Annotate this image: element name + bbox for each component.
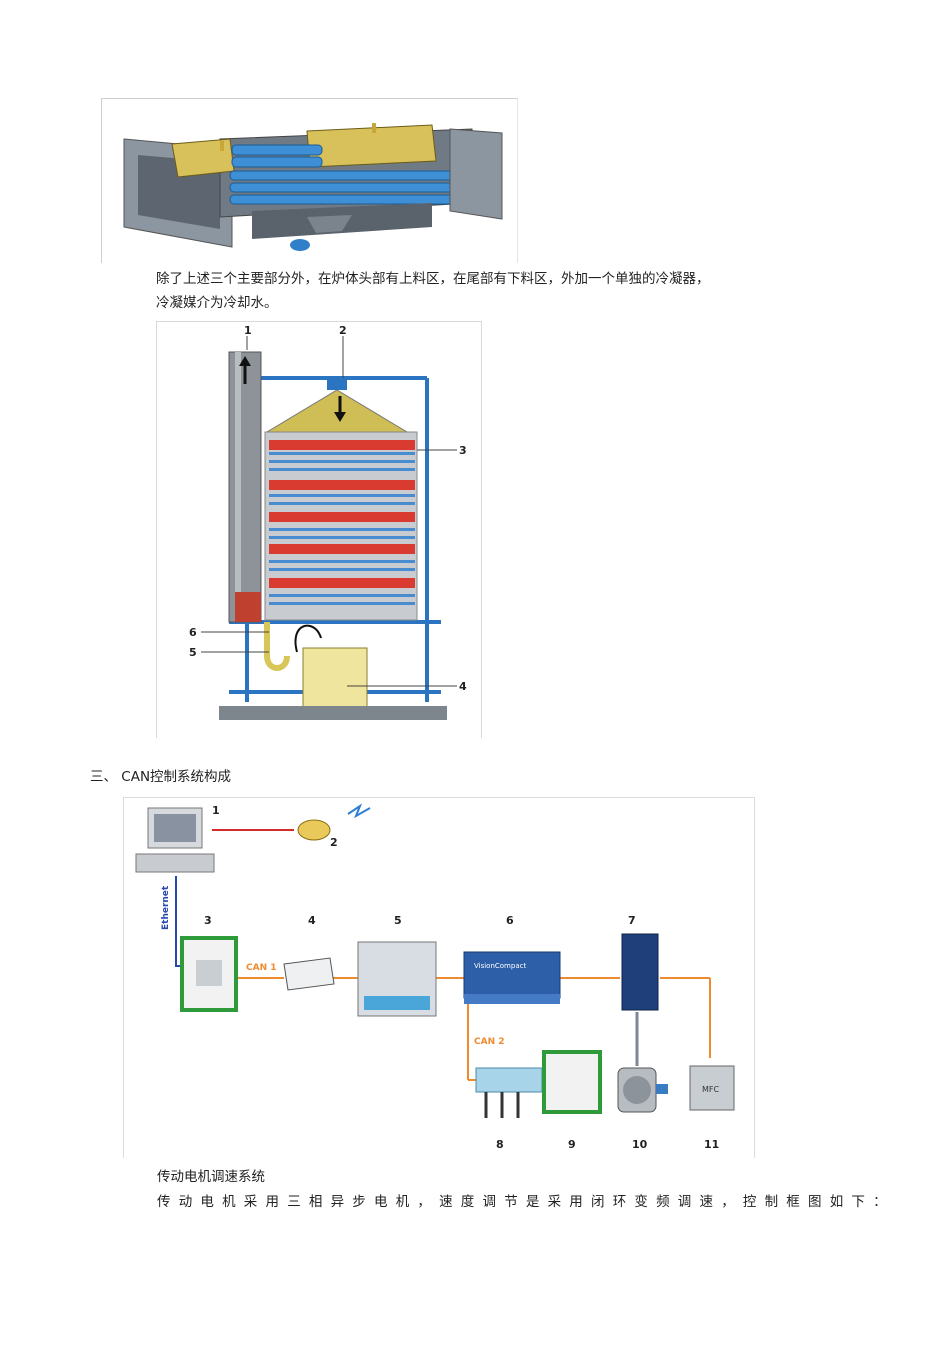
- callout-6: 6: [189, 626, 197, 639]
- device-num-11: 11: [704, 1138, 719, 1151]
- can1-label: CAN 1: [246, 963, 277, 973]
- device-num-5: 5: [394, 914, 402, 927]
- callout-2: 2: [339, 324, 347, 337]
- device-num-2: 2: [330, 836, 338, 849]
- device-num-6: 6: [506, 914, 514, 927]
- callout-5: 5: [189, 646, 197, 659]
- paragraph1-line1: 除了上述三个主要部分外，在炉体头部有上料区，在尾部有下料区，外加一个单独的冷凝器…: [156, 271, 710, 287]
- device-num-3: 3: [204, 914, 212, 927]
- section-heading: 三、 CAN控制系统构成: [90, 769, 232, 785]
- mfc-label: MFC: [702, 1085, 720, 1094]
- callout-3: 3: [459, 444, 467, 457]
- ethernet-label: Ethernet: [161, 885, 171, 930]
- callout-4: 4: [459, 680, 467, 693]
- device-num-1: 1: [212, 804, 220, 817]
- device-num-8: 8: [496, 1138, 504, 1151]
- paragraph2: 传动电机采用三相异步电机，速度调节是采用闭环变频调速，控制框图如下：: [157, 1194, 895, 1210]
- paragraph1-line2: 冷凝媒介为冷却水。: [156, 295, 278, 311]
- can-system-figure: VisionCompact MFC Ethernet CAN 1 CAN 2 1…: [123, 797, 755, 1158]
- device6-label: VisionCompact: [474, 962, 526, 970]
- device-num-4: 4: [308, 914, 316, 927]
- callout-1: 1: [244, 324, 252, 337]
- condenser-figure: 1 2 3 4 5 6: [156, 321, 482, 738]
- subsection-title: 传动电机调速系统: [157, 1169, 265, 1185]
- device-num-7: 7: [628, 914, 636, 927]
- device-num-10: 10: [632, 1138, 648, 1151]
- device-num-9: 9: [568, 1138, 576, 1151]
- can2-label: CAN 2: [474, 1037, 505, 1047]
- furnace-3d-figure: [101, 98, 518, 263]
